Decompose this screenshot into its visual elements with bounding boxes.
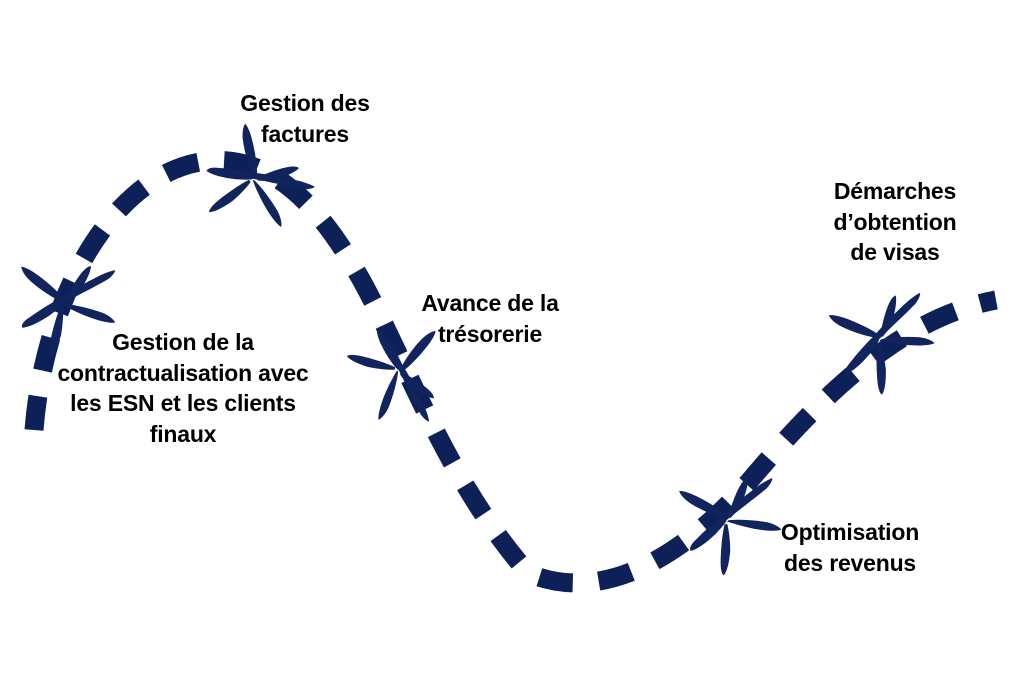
stop-label-contractualisation: Gestion de la contractualisation avec le…	[57, 329, 309, 447]
stop-label-visas: Démarches d’obtention de visas	[833, 178, 957, 266]
stop-label-revenus: Optimisation des revenus	[780, 519, 920, 576]
stop-label-factures: Gestion des factures	[240, 90, 370, 147]
stop-label-tresorerie: Avance de la trésorerie	[421, 290, 559, 347]
